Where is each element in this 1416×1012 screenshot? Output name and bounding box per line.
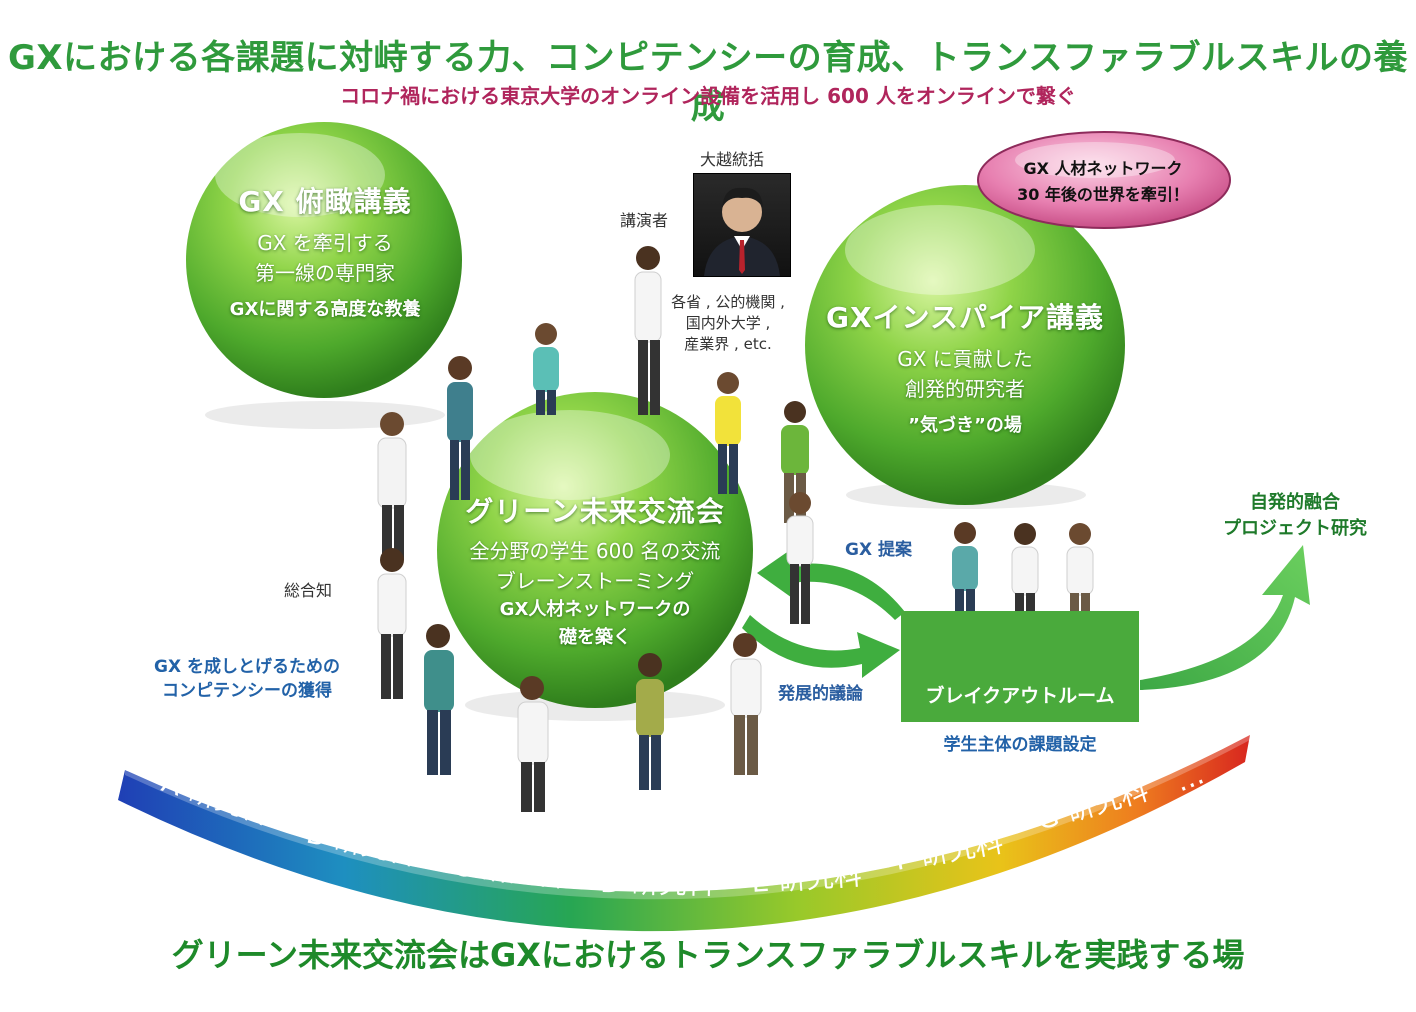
sphere-center-heading: グリーン未来交流会: [465, 495, 725, 528]
project-research-label: 自発的融合 プロジェクト研究: [1190, 490, 1400, 542]
sphere-center-line: GX人材ネットワークの: [499, 599, 691, 620]
department-label: D 研究科: [600, 866, 715, 901]
sphere-center-text: グリーン未来交流会 全分野の学生 600 名の交流 ブレーンストーミング GX人…: [430, 490, 760, 652]
people-group: [377, 246, 1094, 812]
speaker-orgs-line: 各省 , 公的機関 ,: [671, 293, 785, 311]
network-bubble-shape: [977, 131, 1231, 229]
page-title: GXにおける各課題に対峙する力、コンピテンシーの育成、トランスファラブルスキルの…: [8, 38, 1408, 127]
sphere-right-line: 創発的研究者: [905, 377, 1025, 401]
competency-label: GX を成しとげるための コンピテンシーの獲得: [112, 655, 382, 703]
gx-proposal-label: GX 提案: [845, 540, 912, 560]
sphere-right-text: GXインスパイア講義 GX に貢献した 創発的研究者 ”気づき”の場: [805, 296, 1125, 440]
speaker-orgs: 各省 , 公的機関 , 国内外大学 , 産業界 , etc.: [668, 292, 788, 355]
speaker-orgs-line: 国内外大学 ,: [685, 314, 771, 332]
speaker-orgs-line: 産業界 , etc.: [684, 335, 772, 353]
speaker-role: 講演者: [620, 211, 669, 230]
sphere-center: [437, 392, 753, 708]
footer-title: グリーン未来交流会はGXにおけるトランスファラブルスキルを実践する場: [171, 936, 1245, 974]
department-arc: [118, 735, 1250, 932]
person-icon: [704, 187, 780, 276]
sphere-left-line: 第一線の専門家: [255, 261, 395, 285]
breakout-room-label: ブレイクアウトルーム: [925, 685, 1115, 707]
page-subtitle: コロナ禍における東京大学のオンライン設備を活用し 600 人をオンラインで繋ぐ: [340, 84, 1076, 108]
sphere-left-line: GX を牽引する: [257, 231, 393, 255]
sphere-left-line: GXに関する高度な教養: [229, 299, 421, 320]
network-bubble-line: 30 年後の世界を牽引！: [1017, 185, 1189, 204]
sphere-center-line: ブレーンストーミング: [495, 569, 695, 593]
sphere-right-line: ”気づき”の場: [908, 415, 1022, 436]
project-research-line: プロジェクト研究: [1223, 518, 1367, 539]
sphere-right-heading: GXインスパイア講義: [825, 301, 1104, 334]
competency-line: コンピテンシーの獲得: [162, 681, 332, 701]
sphere-left-heading: GX 俯瞰講義: [238, 185, 412, 218]
sphere-right: [805, 185, 1125, 505]
discussion-arrow: [742, 615, 900, 678]
network-bubble: GX 人材ネットワーク 30 年後の世界を牽引！: [978, 136, 1228, 226]
department-labels: A 研究科 B 研究科 C 研究科 D 研究科 E 研究科 F 研究科 G 研究…: [158, 757, 1209, 901]
speaker-photo: [693, 173, 791, 277]
sogochi-label: 総合知: [284, 581, 333, 600]
sphere-left: [186, 122, 462, 398]
sphere-shadow-left: [205, 401, 445, 429]
speaker-name: 大越統括: [700, 150, 765, 169]
sphere-center-line: 礎を築く: [559, 627, 631, 648]
discussion-label: 発展的議論: [778, 684, 863, 704]
sphere-left-text: GX 俯瞰講義 GX を牽引する 第一線の専門家 GXに関する高度な教養: [190, 180, 460, 324]
sphere-center-line: 全分野の学生 600 名の交流: [469, 539, 721, 563]
department-label: E 研究科: [750, 858, 863, 899]
student-topic-label: 学生主体の課題設定: [943, 735, 1097, 755]
project-research-line: 自発的融合: [1250, 492, 1340, 513]
breakout-room: ブレイクアウトルーム: [901, 611, 1139, 722]
project-arrow: [1140, 545, 1310, 690]
network-bubble-line: GX 人材ネットワーク: [1023, 159, 1183, 178]
competency-line: GX を成しとげるための: [154, 657, 340, 677]
sphere-right-line: GX に貢献した: [897, 347, 1033, 371]
